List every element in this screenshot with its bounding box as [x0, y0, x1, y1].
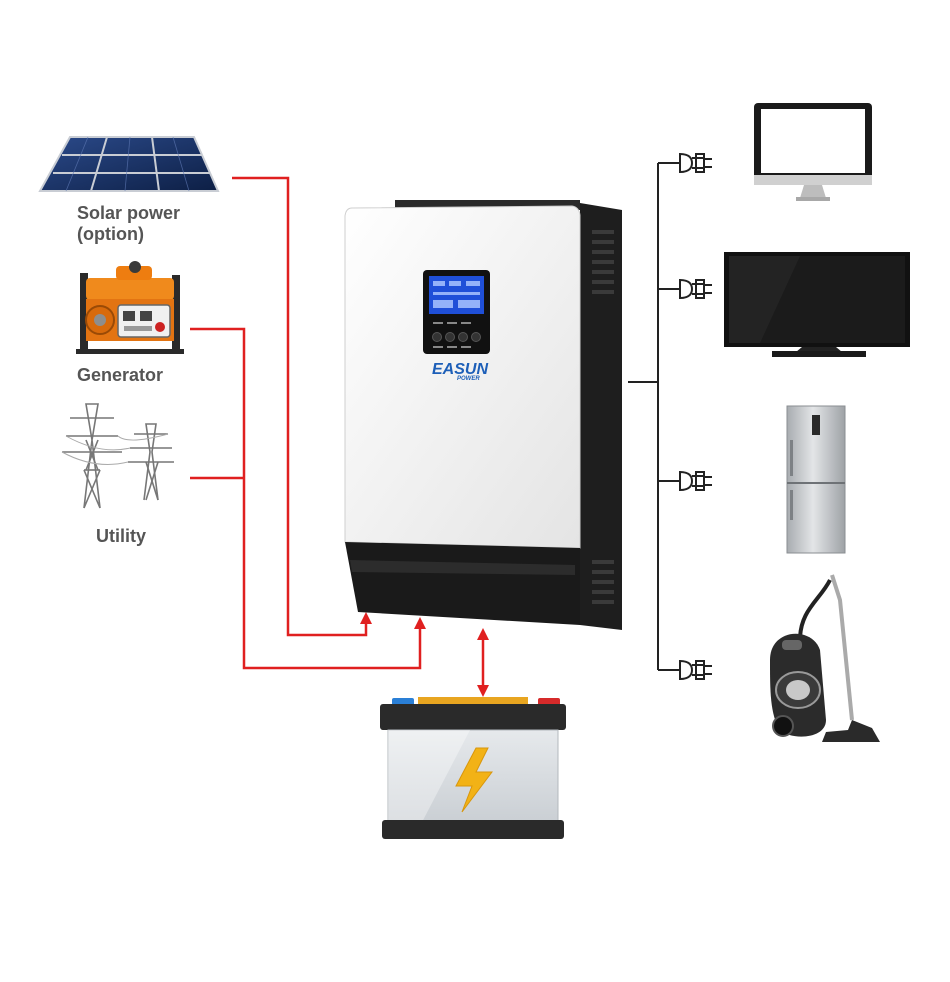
plug-icon	[669, 471, 713, 491]
brand-logo-top: EASUN	[432, 361, 488, 378]
power-tower-icon	[61, 403, 174, 509]
solar-power-label-line1: Solar power	[77, 203, 181, 223]
solar-arrowhead	[360, 612, 372, 624]
solar-power-label-line2: (option)	[77, 224, 144, 244]
battery-arrow-up	[477, 628, 489, 640]
solar-panel-icon	[38, 136, 220, 192]
tv-icon	[724, 252, 910, 357]
generator-label: Generator	[77, 365, 164, 385]
refrigerator-icon	[786, 405, 846, 554]
plug-icon	[669, 279, 713, 299]
plug-icon	[669, 660, 713, 680]
monitor-icon	[754, 103, 872, 201]
battery-icon	[380, 697, 566, 839]
source-wiring	[190, 176, 485, 692]
vacuum-cleaner-icon	[770, 574, 880, 742]
arrowheads	[360, 612, 489, 697]
inverter-icon: EASUN POWER	[344, 200, 622, 630]
plug-icon	[669, 153, 713, 173]
utility-label: Utility	[96, 526, 147, 546]
generator-arrowhead	[414, 617, 426, 629]
brand-logo-bottom: POWER	[457, 376, 480, 382]
load-wiring	[628, 162, 670, 671]
solar-power-label: Solar power (option)	[77, 203, 180, 245]
solar-wire	[232, 176, 368, 637]
plug-icons	[669, 153, 713, 680]
battery-arrow-down	[477, 685, 489, 697]
generator-icon	[76, 261, 184, 354]
generator-wire	[190, 327, 422, 670]
